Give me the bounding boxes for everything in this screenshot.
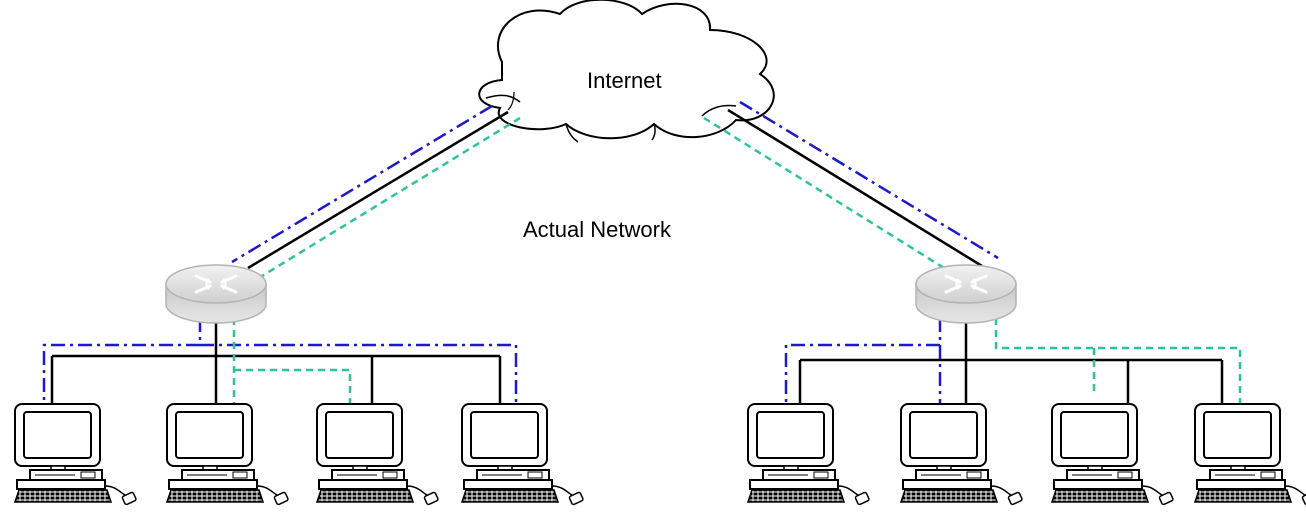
right-wan-solid-link xyxy=(727,108,983,268)
right-lan-links xyxy=(784,318,1242,406)
left-wan-dashdot-link xyxy=(231,104,493,264)
desktop-computer-icon xyxy=(14,403,138,507)
right-router-icon xyxy=(914,263,1018,325)
actual-network-label: Actual Network xyxy=(523,217,672,242)
desktop-computer-icon xyxy=(1194,403,1306,507)
desktop-computer-icon xyxy=(316,403,440,507)
left-wan-dashed-link xyxy=(261,116,521,278)
left-wan-solid-link xyxy=(247,110,509,270)
desktop-computer-icon xyxy=(166,403,290,507)
left-lan-links xyxy=(42,318,518,406)
wan-links xyxy=(231,100,999,278)
left-router-icon xyxy=(164,263,268,325)
desktop-computer-icon xyxy=(900,403,1024,507)
right-wan-dashdot-link xyxy=(739,100,999,260)
desktop-computer-icon xyxy=(1051,403,1175,507)
desktop-computer-icon xyxy=(461,403,585,507)
right-wan-dashed-link xyxy=(703,116,945,270)
internet-label: Internet xyxy=(587,68,662,93)
desktop-computer-icon xyxy=(747,403,871,507)
internet-cloud-icon xyxy=(478,0,775,143)
